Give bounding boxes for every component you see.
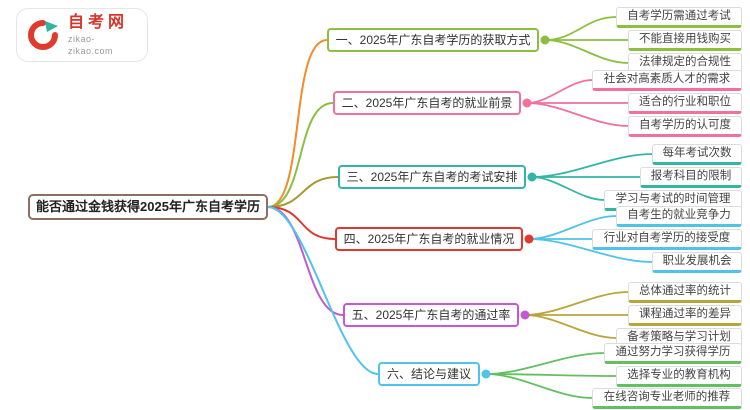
branch-dots [481,35,550,379]
leaf-node: 选择专业的教育机构 [616,366,742,387]
root-branch-connector [267,102,334,208]
leaf-connector [485,352,605,375]
leaf-node: 课程通过率的差异 [628,305,742,326]
branch-node-4: 四、2025年广东自考的就业情况 [335,227,523,251]
leaf-connector [526,102,629,127]
branch-dot [527,172,537,182]
root-branch-connector [267,206,344,316]
leaf-connector [524,314,617,339]
branch-dot [540,35,550,45]
branch-dot [481,369,491,379]
branch-node-3: 三、2025年广东自考的考试安排 [338,165,526,189]
leaf-node: 不能直接用钱购买 [628,30,742,51]
leaf-node: 自考学历的认可度 [628,116,742,137]
leaf-connector [531,176,605,201]
branch-node-5: 五、2025年广东自考的通过率 [343,303,519,327]
leaf-connector [544,39,629,64]
leaf-node: 在线咨询专业老师的推荐 [592,388,742,409]
leaf-connector [526,79,593,104]
leaf-node: 职业发展机会 [652,252,742,273]
branch-dot [522,98,532,108]
root-branch-connector [267,206,336,240]
logo-icon [28,20,58,50]
leaf-node: 报考科目的限制 [640,167,742,188]
mindmap-root-node: 能否通过金钱获得2025年广东自考学历 [28,194,268,220]
leaf-connector [524,291,629,316]
leaf-node: 行业对自考学历的接受度 [592,229,742,250]
branch-dot [524,234,534,244]
leaf-connector [485,373,617,377]
logo-title: 自考网 [68,14,129,31]
leaf-node: 通过努力学习获得学历 [604,343,742,364]
branch-node-6: 六、结论与建议 [378,362,480,386]
branch-dot [520,310,530,320]
leaf-node: 每年考试次数 [652,144,742,165]
leaf-connector [544,16,617,41]
leaf-node: 总体通过率的统计 [628,282,742,303]
logo-box: 自考网 zikao-zikao.com [16,8,148,62]
root-branch-connector [267,39,328,208]
logo-domain: zikao-zikao.com [68,34,114,56]
leaf-node: 适合的行业和职位 [628,93,742,114]
branch-node-2: 二、2025年广东自考的就业前景 [333,91,521,115]
leaf-connector [531,153,653,178]
root-branch-connector [267,176,339,208]
leaf-node: 社会对高素质人才的需求 [592,70,742,91]
leaf-node: 自考学历需通过考试 [616,7,742,28]
logo-text: 自考网 zikao-zikao.com [68,13,139,57]
leaf-node: 自考生的就业竞争力 [616,206,742,227]
branch-node-1: 一、2025年广东自考学历的获取方式 [327,28,539,52]
leaf-connector [485,373,593,399]
